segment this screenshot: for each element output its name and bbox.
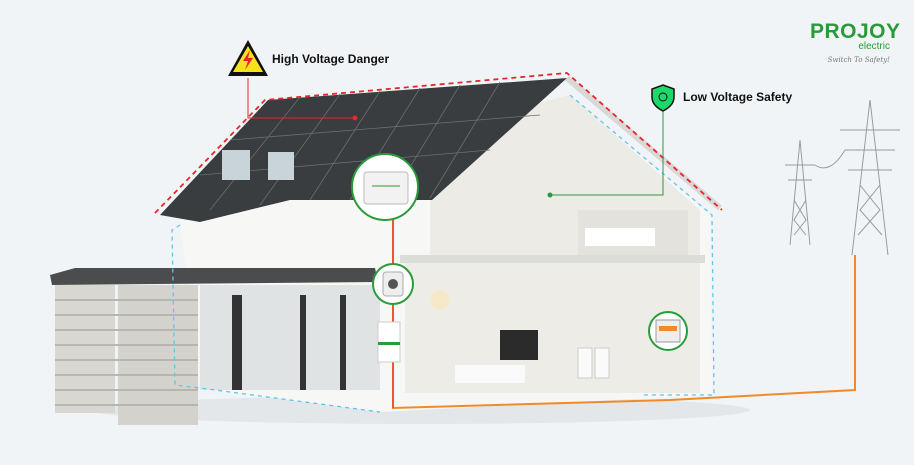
window-frame [232, 295, 242, 390]
sofa [455, 365, 525, 383]
high-voltage-label: High Voltage Danger [272, 52, 390, 66]
floor-slab [400, 255, 705, 263]
window-frame [340, 295, 346, 390]
dc-isolator-callout [372, 263, 414, 305]
tv [500, 330, 538, 360]
chandelier [430, 290, 450, 310]
skylight [222, 150, 250, 180]
solar-panel-roof [160, 78, 567, 222]
power-pylon-large [814, 99, 900, 256]
low-voltage-zone-outline [569, 94, 715, 396]
distribution-box-callout [648, 311, 688, 351]
carport-roof [50, 268, 378, 285]
brand-logo: PROJOY electric Switch To Safety! [810, 20, 901, 64]
carport-slats [55, 285, 198, 425]
shield-check-icon [651, 84, 675, 112]
low-voltage-label: Low Voltage Safety [683, 90, 793, 104]
window-frame [300, 295, 306, 390]
brand-name: PROJOY [810, 20, 901, 43]
washer [577, 347, 593, 379]
low-voltage-zone-outline-left [171, 224, 381, 413]
high-voltage-zone-outline [154, 72, 723, 214]
high-voltage-warning-icon [228, 40, 268, 76]
low-voltage-pointer [550, 108, 664, 196]
glass-room [200, 285, 380, 390]
brand-slogan: Switch To Safety! [827, 56, 890, 64]
high-voltage-pointer [247, 78, 355, 119]
inverter-callout [351, 153, 419, 221]
brand-sub: electric [858, 41, 890, 52]
bed [585, 228, 655, 246]
power-pylon-small [785, 139, 815, 246]
skylight [268, 152, 294, 180]
dryer [594, 347, 610, 379]
